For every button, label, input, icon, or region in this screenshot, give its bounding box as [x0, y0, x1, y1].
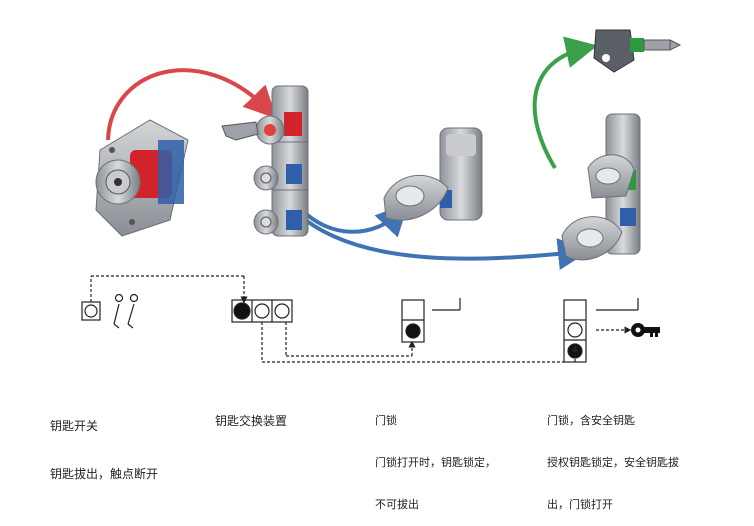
- blue-transfer-arrow-2: [296, 212, 590, 270]
- caption-door-lock-safety-key-desc-2: 出，门锁打开: [547, 498, 613, 511]
- green-transfer-arrow: [532, 36, 598, 170]
- caption-door-lock-safety-key: 门锁，含安全钥匙 授权钥匙锁定，安全钥匙拔 出，门锁打开: [547, 386, 679, 526]
- door-lock-safety-key-symbol: [563, 298, 639, 363]
- caption-key-switch-title: 钥匙开关: [50, 419, 99, 433]
- key-switch-device: [95, 119, 189, 237]
- key-exchange-device: [221, 85, 309, 237]
- caption-door-lock-title: 门锁: [375, 414, 397, 427]
- door-lock-device: [383, 127, 483, 221]
- caption-key-switch-desc: 钥匙拔出，触点断开: [50, 467, 159, 481]
- caption-door-lock-desc-1: 门锁打开时，钥匙锁定，: [375, 456, 496, 469]
- safety-key-icon: [593, 29, 682, 73]
- key-symbol-icon: [631, 323, 660, 337]
- caption-key-switch: 钥匙开关 钥匙拔出，触点断开: [50, 386, 158, 498]
- key-interlock-diagram: [81, 29, 682, 363]
- caption-door-lock: 门锁 门锁打开时，钥匙锁定， 不可拔出: [375, 386, 496, 526]
- caption-door-lock-safety-key-desc-1: 授权钥匙锁定，安全钥匙拔: [547, 456, 679, 469]
- key-exchange-symbol: [231, 299, 566, 363]
- door-lock-safety-key-device: [561, 113, 641, 261]
- key-switch-symbol: [81, 275, 248, 329]
- caption-key-exchange-title: 钥匙交换装置: [215, 414, 288, 428]
- caption-door-lock-safety-key-title: 门锁，含安全钥匙: [547, 414, 635, 427]
- caption-key-exchange: 钥匙交换装置: [215, 386, 287, 442]
- red-transfer-arrow: [106, 68, 277, 141]
- caption-door-lock-desc-2: 不可拔出: [375, 498, 419, 511]
- door-lock-symbol: [401, 298, 461, 343]
